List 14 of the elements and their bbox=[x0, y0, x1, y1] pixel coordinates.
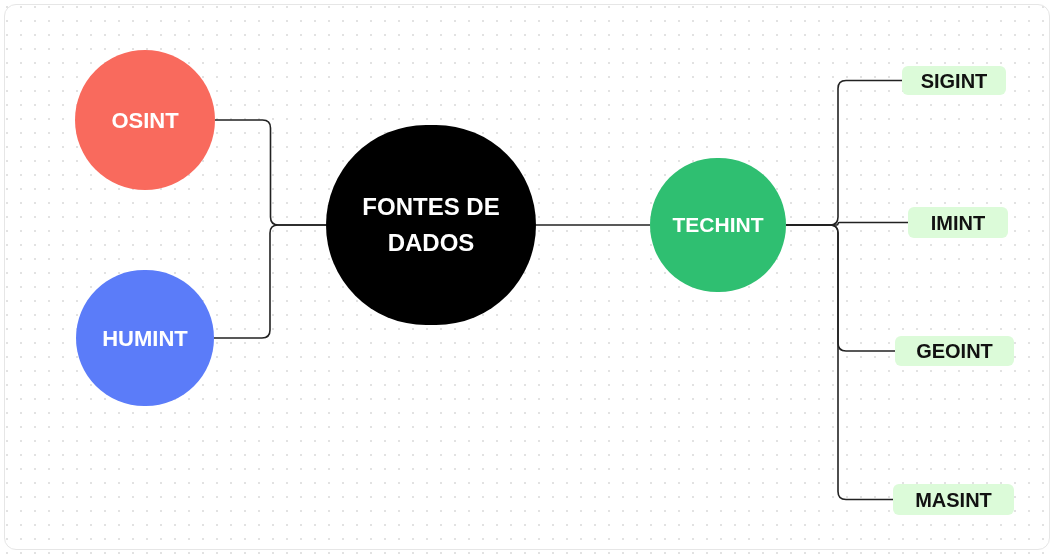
node-label: TECHINT bbox=[672, 212, 764, 239]
node-label: MASINT bbox=[915, 487, 992, 513]
node-label: GEOINT bbox=[916, 339, 993, 364]
connector-line bbox=[213, 224, 327, 339]
tag-box bbox=[893, 484, 1014, 515]
node-label: OSINT bbox=[111, 106, 179, 135]
node-label: FONTES DE DADOS bbox=[361, 192, 501, 258]
tag-box bbox=[902, 66, 1006, 95]
node-label: IMINT bbox=[930, 210, 986, 236]
tag-box bbox=[895, 336, 1014, 366]
node-label: SIGINT bbox=[920, 68, 988, 94]
connector-line bbox=[535, 224, 651, 226]
node-label: HUMINT bbox=[102, 324, 188, 353]
tag-box bbox=[908, 207, 1008, 238]
